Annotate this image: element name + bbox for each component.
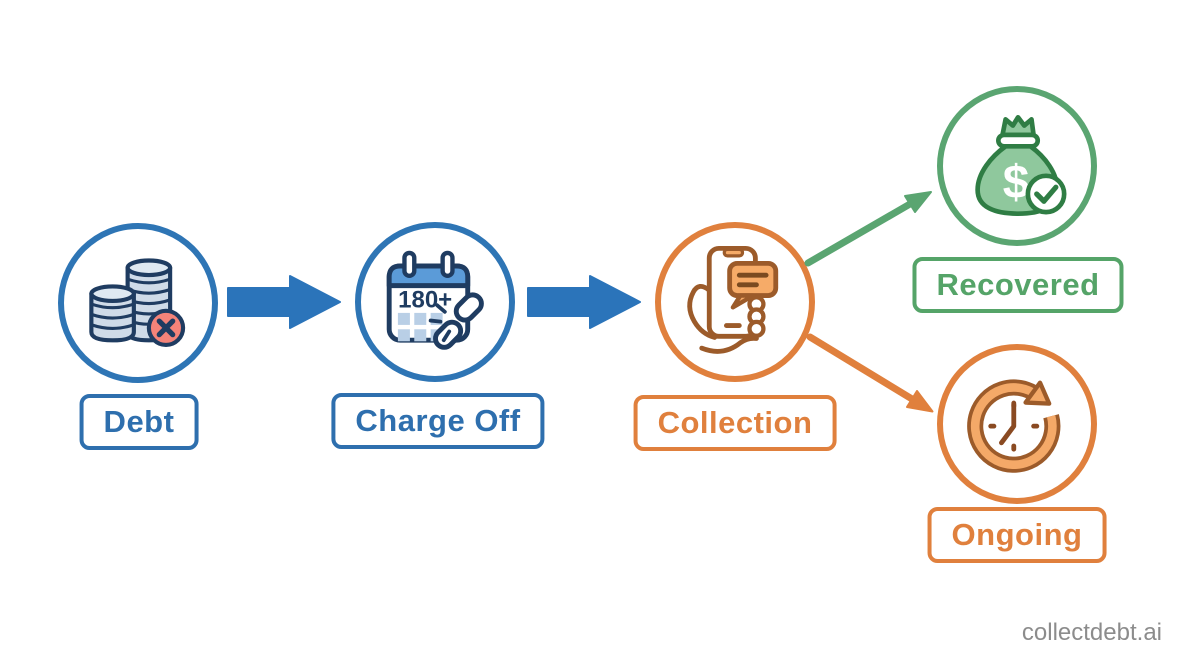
- stage-recovered-circle: $: [937, 86, 1097, 246]
- stage-collection-circle: [655, 222, 815, 382]
- stage-collection-label: Collection: [633, 395, 837, 451]
- stage-chargeoff-circle: 180+: [355, 222, 515, 382]
- dollar-sign-glyph: $: [1003, 156, 1030, 209]
- stage-collection-label-text: Collection: [657, 405, 813, 440]
- stage-debt-circle: [58, 223, 218, 383]
- calendar-broken-chain-icon: 180+: [386, 250, 484, 350]
- stage-ongoing-label-text: Ongoing: [951, 517, 1083, 552]
- stage-recovered-label: Recovered: [912, 257, 1124, 313]
- arrow-collection-to-recovered: [804, 191, 932, 267]
- stage-recovered-label-text: Recovered: [936, 267, 1100, 302]
- stage-debt-label: Debt: [79, 394, 199, 450]
- arrow-chargeoff-to-collection: [527, 275, 641, 329]
- clock-history-icon: [967, 379, 1061, 473]
- watermark: collectdebt.ai: [1021, 619, 1162, 646]
- stage-debt-label-text: Debt: [103, 404, 175, 439]
- stage-ongoing-circle: [937, 344, 1097, 504]
- money-bag-check-icon: $: [975, 114, 1067, 217]
- arrow-debt-to-chargeoff: [227, 275, 341, 329]
- stage-chargeoff-label-text: Charge Off: [355, 403, 521, 438]
- stage-ongoing-label: Ongoing: [927, 507, 1107, 563]
- arrow-collection-to-ongoing: [806, 333, 934, 413]
- stage-chargeoff-label: Charge Off: [331, 393, 545, 449]
- hand-phone-message-icon: [687, 245, 779, 354]
- coins-crossed-icon: [89, 258, 186, 348]
